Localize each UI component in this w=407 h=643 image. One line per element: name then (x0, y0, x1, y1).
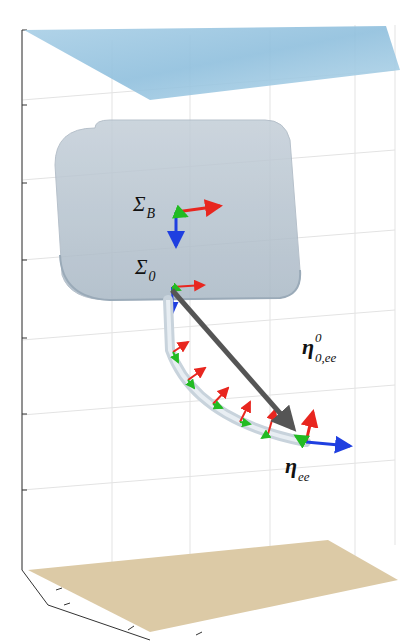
vector-symbol: η (285, 455, 297, 477)
frame-subscript: B (146, 207, 155, 221)
vector-superscript: 0 (315, 331, 322, 344)
vector-subscript: 0,ee (315, 351, 336, 364)
frame-symbol: Σ (133, 194, 145, 215)
frame-subscript: 0 (148, 270, 155, 284)
frame-symbol: Σ (135, 257, 147, 278)
vector-subscript: ee (298, 470, 310, 483)
vector-symbol: η (302, 336, 314, 358)
